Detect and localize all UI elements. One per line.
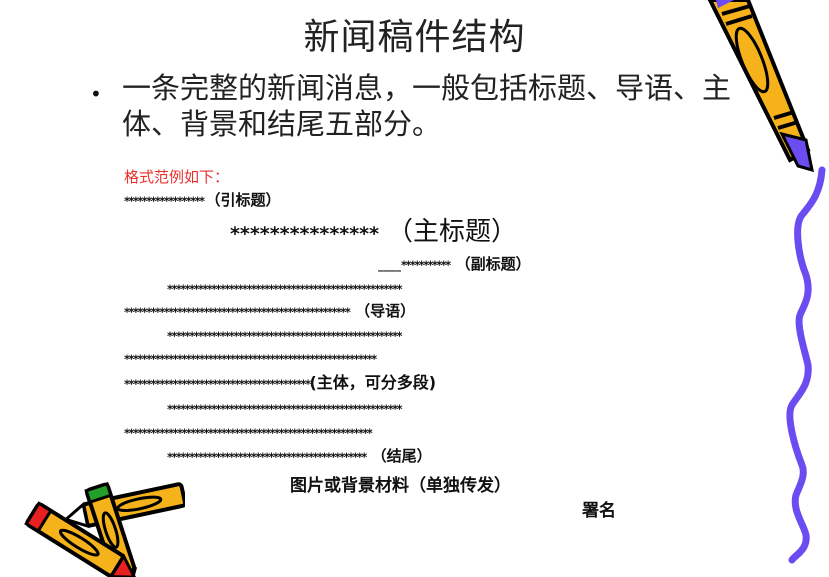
lead-stars-1: ****************************************… (167, 282, 403, 296)
body-stars-3: ****************************************… (167, 402, 403, 416)
subtitle-line: ____*********** （副标题） (378, 253, 531, 275)
body-stars-1: ****************************************… (124, 352, 377, 366)
ending-label: （结尾） (371, 447, 432, 465)
body-label: (主体，可分多段) (309, 373, 437, 392)
body-stars-4: ****************************************… (124, 426, 373, 440)
subtitle-rule: ____ (378, 258, 401, 272)
lead-line-3: ****************************************… (167, 324, 403, 346)
body-line-1: ****************************************… (124, 347, 377, 369)
lead-stars-2: ****************************************… (124, 305, 351, 319)
example-caption: 格式范例如下： (124, 168, 230, 186)
body-line-4: ****************************************… (124, 421, 373, 443)
lead-line-2: ****************************************… (124, 300, 415, 322)
kicker-label: （引标题） (205, 191, 281, 209)
headline-label: （主标题） (387, 217, 518, 247)
subtitle-stars: *********** (401, 258, 451, 272)
kicker-stars: ****************** (124, 194, 205, 208)
slide-title: 新闻稿件结构 (303, 17, 526, 58)
background-material: 图片或背景材料（单独传发） (290, 476, 511, 496)
ending-stars: ****************************************… (167, 450, 367, 464)
body-stars-2: ****************************************… (124, 377, 311, 391)
subtitle-label: （副标题） (455, 255, 531, 273)
crayons-icon (24, 481, 185, 577)
lead-stars-3: ****************************************… (167, 329, 403, 343)
kicker-line: ******************（引标题） (124, 189, 280, 211)
ending-line: ****************************************… (167, 445, 432, 467)
body-line-2: ****************************************… (124, 372, 436, 394)
squiggle-line (786, 166, 826, 564)
signature: 署名 (582, 501, 616, 521)
headline-line: *************** （主标题） (230, 214, 517, 253)
pencil-icon (707, 0, 814, 173)
headline-stars: *************** (230, 223, 380, 245)
lead-label: （导语） (355, 302, 416, 320)
body-line-3: ****************************************… (167, 397, 403, 419)
lead-line-1: ****************************************… (167, 277, 403, 299)
bullet-text: 一条完整的新闻消息，一般包括标题、导语、主体、背景和结尾五部分。 (122, 71, 732, 141)
bullet-dot-icon: • (90, 82, 102, 106)
